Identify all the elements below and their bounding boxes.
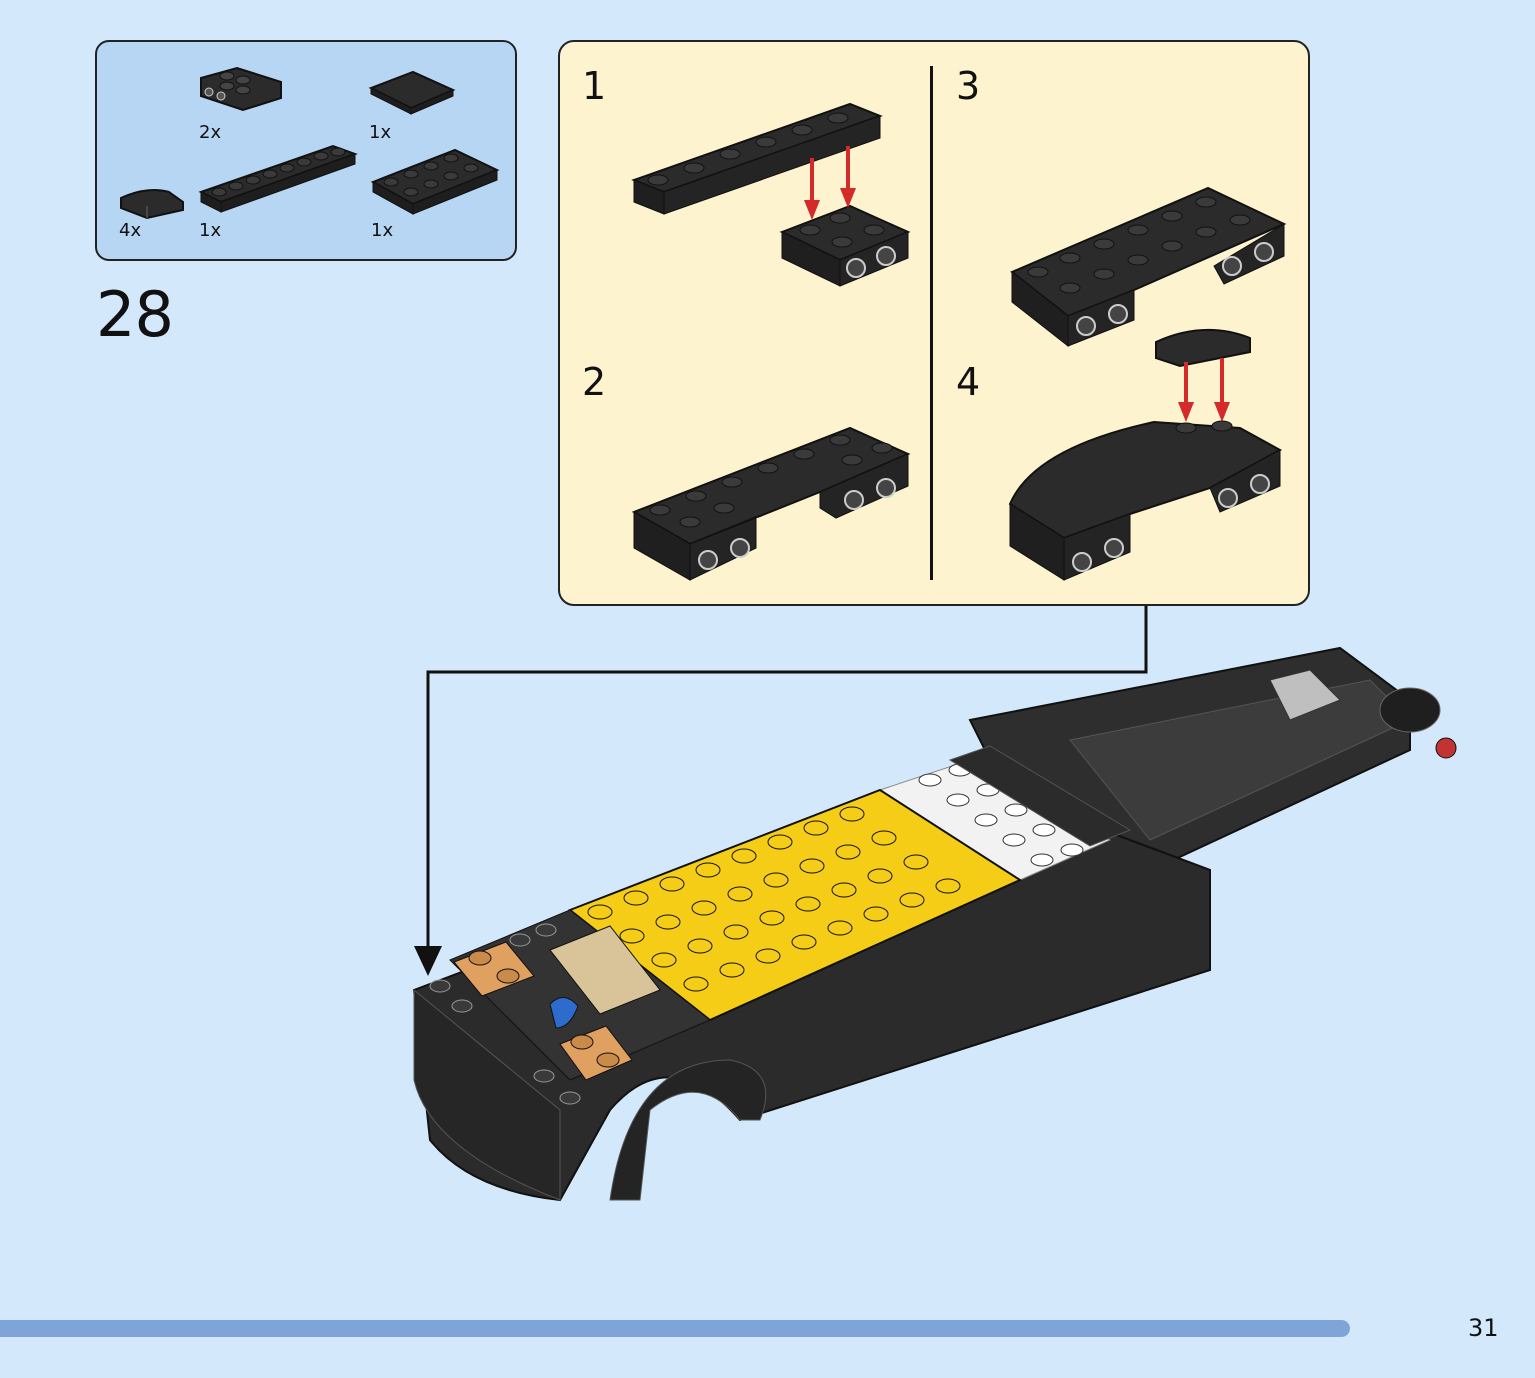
substep-label-1: 1 bbox=[582, 64, 607, 108]
part-qty-3: 4x bbox=[119, 220, 142, 241]
substep-label-2: 2 bbox=[582, 360, 607, 404]
plate-1x8-icon bbox=[198, 144, 358, 213]
parts-list-box: 2x 1x 4x 1x 1x bbox=[95, 40, 517, 261]
curved-slope-icon bbox=[120, 189, 184, 220]
substep-label-3: 3 bbox=[956, 64, 981, 108]
part-qty-2: 1x bbox=[369, 122, 392, 143]
substep-1-illustration bbox=[631, 102, 911, 287]
plate-with-side-studs-icon bbox=[200, 66, 282, 112]
plate-2x4-icon bbox=[370, 148, 500, 215]
tile-icon bbox=[368, 70, 456, 115]
main-model-illustration bbox=[412, 646, 1457, 1202]
substep-label-4: 4 bbox=[956, 360, 981, 404]
part-qty-5: 1x bbox=[371, 220, 394, 241]
step-number: 28 bbox=[96, 278, 174, 351]
substep-2-illustration bbox=[631, 426, 911, 581]
progress-bar bbox=[0, 1320, 1436, 1337]
part-qty-4: 1x bbox=[199, 220, 222, 241]
subassembly-divider bbox=[930, 66, 933, 580]
part-qty-1: 2x bbox=[199, 122, 222, 143]
page-number: 31 bbox=[1468, 1314, 1499, 1342]
substep-3-illustration bbox=[1010, 186, 1287, 348]
progress-fill bbox=[0, 1320, 1350, 1337]
substep-4-illustration bbox=[1008, 329, 1283, 581]
